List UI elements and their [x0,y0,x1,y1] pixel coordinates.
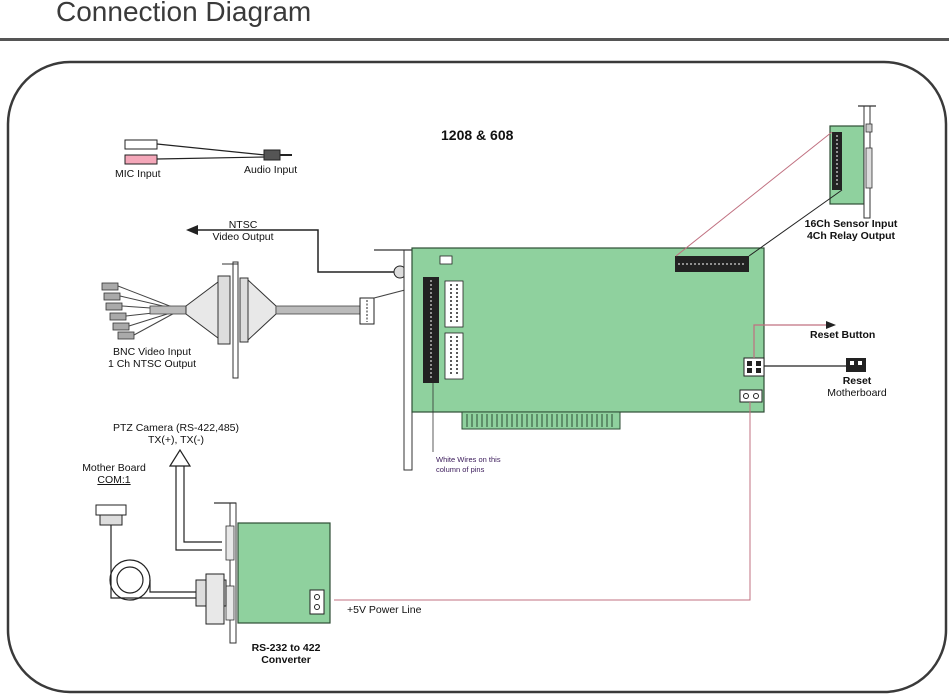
motherboard-reset-connector [846,358,866,372]
ntsc-output-line [186,225,407,279]
power-connector [739,389,763,403]
ptz-label: PTZ Camera (RS-422,485) TX(+), TX(-) [106,422,246,446]
mb-label-line2: COM:1 [97,474,131,486]
motherboard-com-label: Mother Board COM:1 [76,462,152,486]
diagram-frame [6,60,948,694]
capture-card-board [411,247,765,413]
white-wires-note: White Wires on this column of pins [436,455,501,475]
page-title: Connection Diagram [56,0,312,27]
sensor-label-line1: 16Ch Sensor Input [804,218,898,230]
converter-card [214,502,331,644]
converter-label-line1: RS-232 to 422 [251,642,321,654]
reset-wiring [753,321,866,372]
reset-label-line2: Motherboard [827,387,887,399]
ptz-label-line1: PTZ Camera (RS-422,485) [112,422,240,434]
mic-input-label: MIC Input [115,168,161,180]
bnc-label: BNC Video Input 1 Ch NTSC Output [100,346,204,370]
reset-header [743,357,765,377]
audio-cable [124,139,292,165]
sensor-label: 16Ch Sensor Input 4Ch Relay Output [796,218,906,242]
com-cable [95,504,227,625]
capture-card [374,247,765,471]
ntsc-label: NTSC Video Output [208,219,278,243]
power-line [334,402,751,601]
pci-edge-connector [461,411,621,430]
reset-label-line1: Reset [842,375,872,387]
bnc-label-line1: BNC Video Input [112,346,192,358]
white-wires-line2: column of pins [436,465,485,474]
reset-button-label: Reset Button [810,329,876,341]
converter-label: RS-232 to 422 Converter [238,642,334,666]
converter-label-line2: Converter [261,654,311,666]
model-label: 1208 & 608 [441,127,514,143]
white-wires-line1: White Wires on this [436,455,501,464]
audio-input-label: Audio Input [244,164,298,176]
sensor-card [675,105,876,257]
bnc-cable [101,261,429,379]
ntsc-label-line1: NTSC [228,219,258,231]
ptz-label-line2: TX(+), TX(-) [147,434,205,446]
ntsc-label-line2: Video Output [212,231,274,243]
ptz-arrow [168,448,222,551]
bnc-label-line2: 1 Ch NTSC Output [107,358,197,370]
mb-label-line1: Mother Board [82,462,146,474]
reset-motherboard-label: Reset Motherboard [822,375,892,399]
power-line-label: +5V Power Line [347,604,422,616]
title-divider [0,38,949,41]
sensor-label-line2: 4Ch Relay Output [806,230,896,242]
